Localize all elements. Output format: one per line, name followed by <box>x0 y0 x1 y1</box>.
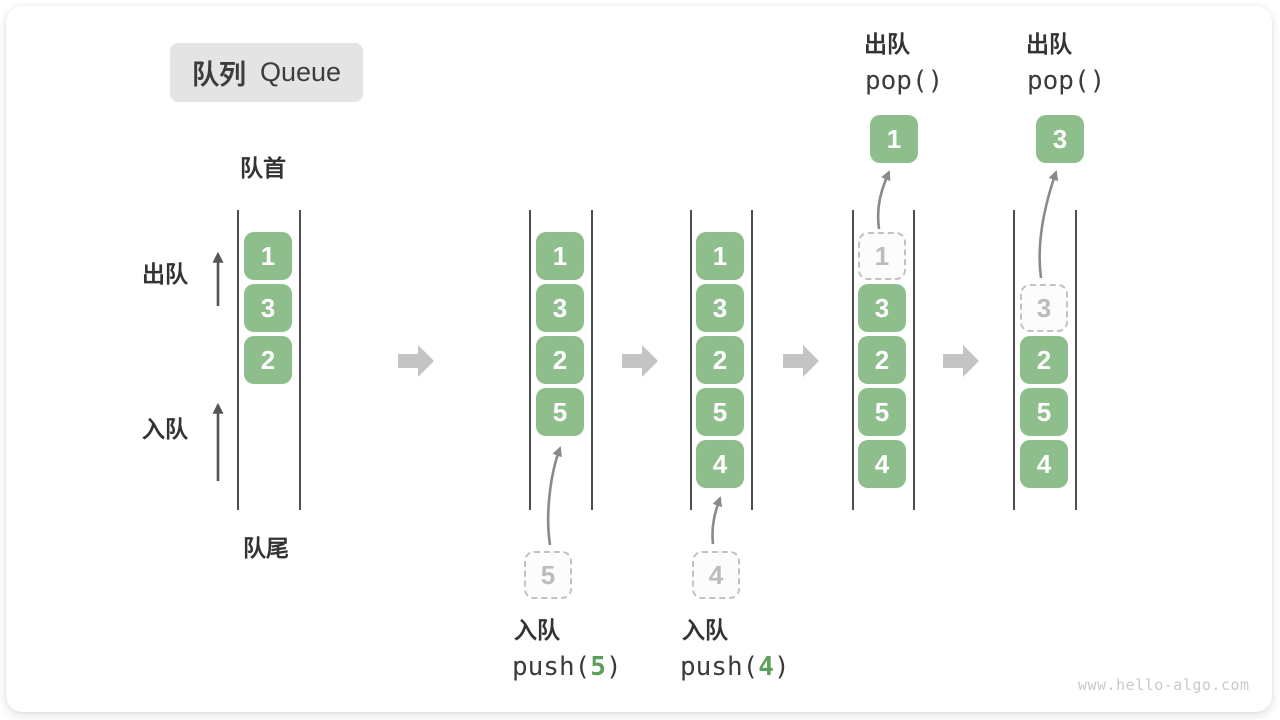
label-queue-rear: 队尾 <box>243 535 289 561</box>
queue-wall <box>751 210 753 510</box>
queue-wall <box>1013 210 1015 510</box>
push4-code: push(4) <box>680 654 790 680</box>
popped-item: 1 <box>870 115 918 163</box>
push5-code: push(5) <box>512 654 622 680</box>
removed-item-ghost: 1 <box>858 232 906 280</box>
code-fn: push( <box>680 652 759 682</box>
removed-item-ghost: 3 <box>1020 284 1068 332</box>
label-dequeue: 出队 <box>142 261 188 287</box>
code-arg: 4 <box>758 652 774 682</box>
queue-item: 5 <box>1020 388 1068 436</box>
queue-item: 2 <box>536 336 584 384</box>
push4-label: 入队 <box>682 617 728 643</box>
queue-wall <box>913 210 915 510</box>
pop1-label: 出队 <box>864 31 910 57</box>
queue-item: 5 <box>858 388 906 436</box>
pop2-label: 出队 <box>1026 31 1072 57</box>
title-en: Queue <box>259 57 342 87</box>
code-close: ) <box>605 652 622 682</box>
queue-item: 3 <box>696 284 744 332</box>
label-queue-front: 队首 <box>240 155 286 181</box>
queue-item: 3 <box>536 284 584 332</box>
queue-item: 1 <box>696 232 744 280</box>
queue-item: 4 <box>858 440 906 488</box>
queue-item: 4 <box>696 440 744 488</box>
code-close: ) <box>773 652 790 682</box>
code-fn: push( <box>512 652 591 682</box>
diagram-card <box>6 6 1272 712</box>
queue-item: 5 <box>536 388 584 436</box>
push5-label: 入队 <box>514 617 560 643</box>
queue-wall <box>237 210 239 510</box>
queue-wall <box>591 210 593 510</box>
pop1-code: pop() <box>865 66 944 96</box>
queue-item: 2 <box>244 336 292 384</box>
queue-wall <box>690 210 692 510</box>
queue-wall <box>852 210 854 510</box>
queue-wall <box>299 210 301 510</box>
queue-wall <box>529 210 531 510</box>
code-arg: 5 <box>590 652 606 682</box>
queue-item: 2 <box>696 336 744 384</box>
label-enqueue: 入队 <box>142 416 188 442</box>
queue-item: 2 <box>1020 336 1068 384</box>
popped-item: 3 <box>1036 115 1084 163</box>
queue-wall <box>1075 210 1077 510</box>
title-zh: 队列 <box>191 60 246 90</box>
queue-item: 5 <box>696 388 744 436</box>
diagram-title: 队列 Queue <box>170 43 363 102</box>
pop2-code: pop() <box>1027 66 1106 96</box>
incoming-item-ghost: 4 <box>692 551 740 599</box>
queue-item: 2 <box>858 336 906 384</box>
queue-item: 3 <box>858 284 906 332</box>
queue-item: 4 <box>1020 440 1068 488</box>
queue-item: 1 <box>536 232 584 280</box>
queue-item: 1 <box>244 232 292 280</box>
watermark: www.hello-algo.com <box>1078 676 1250 694</box>
queue-item: 3 <box>244 284 292 332</box>
incoming-item-ghost: 5 <box>524 551 572 599</box>
